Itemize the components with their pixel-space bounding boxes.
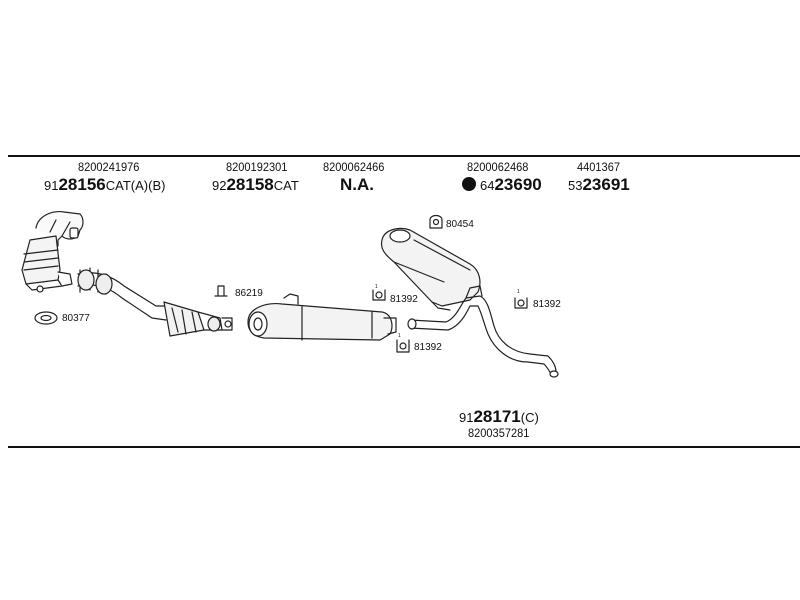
oe-number-col2: 8200192301	[226, 160, 288, 174]
part-label-80377: 80377	[62, 313, 90, 324]
oe-number-col1: 8200241976	[78, 160, 140, 174]
part-main: 28171	[473, 407, 521, 426]
part-number-col5: 5323691	[568, 176, 630, 193]
part-suffix: CAT(A)(B)	[105, 178, 166, 193]
part-label-80454: 80454	[446, 219, 474, 230]
top-divider-line	[8, 155, 800, 157]
part-number-col4: 6423690	[462, 176, 542, 193]
part-label-86219: 86219	[235, 288, 263, 299]
part-label-81392-mid: 81392	[414, 342, 442, 353]
oe-number-rear: 8200357281	[468, 426, 530, 440]
part-number-col2: 9228158CAT	[212, 176, 299, 193]
part-main: 23691	[582, 175, 630, 194]
part-prefix: 91	[44, 178, 59, 193]
part-label-81392-top: 81392	[390, 294, 418, 305]
hanger-81392-mid-icon	[396, 339, 410, 353]
clamp-86219-icon	[214, 285, 228, 297]
part-prefix: 64	[480, 178, 495, 193]
quantity-marker: 1	[398, 333, 401, 339]
oe-number-col3: 8200062466	[323, 160, 385, 174]
gasket-80377-icon	[34, 311, 58, 325]
not-available-label: N.A.	[340, 175, 374, 194]
bottom-divider-line	[8, 446, 800, 448]
filled-circle-icon	[462, 177, 476, 191]
quantity-marker: 1	[375, 284, 378, 290]
middle-silencer	[247, 293, 397, 341]
front-manifold-catalyst	[21, 211, 84, 293]
part-number-rear: 9128171(C)	[459, 408, 539, 425]
rear-silencer	[380, 227, 481, 311]
part-main: 23690	[494, 175, 542, 194]
oe-number-col4: 8200062468	[467, 160, 529, 174]
part-main: 28158	[226, 175, 274, 194]
part-prefix: 91	[459, 410, 474, 425]
rear-tailpipe	[407, 285, 559, 378]
front-pipe-catalyst	[77, 267, 233, 337]
part-number-col1: 9128156CAT(A)(B)	[44, 176, 165, 193]
part-prefix: 53	[568, 178, 583, 193]
clamp-80454-icon	[429, 214, 443, 229]
oe-number-col5: 4401367	[577, 160, 620, 174]
part-suffix: (C)	[520, 410, 539, 425]
quantity-marker: 1	[517, 289, 520, 295]
part-prefix: 92	[212, 178, 227, 193]
hanger-81392-right-icon	[514, 297, 528, 309]
hanger-81392-top-icon	[372, 289, 386, 301]
part-main: 28156	[58, 175, 106, 194]
part-label-81392-right: 81392	[533, 299, 561, 310]
part-suffix: CAT	[273, 178, 299, 193]
